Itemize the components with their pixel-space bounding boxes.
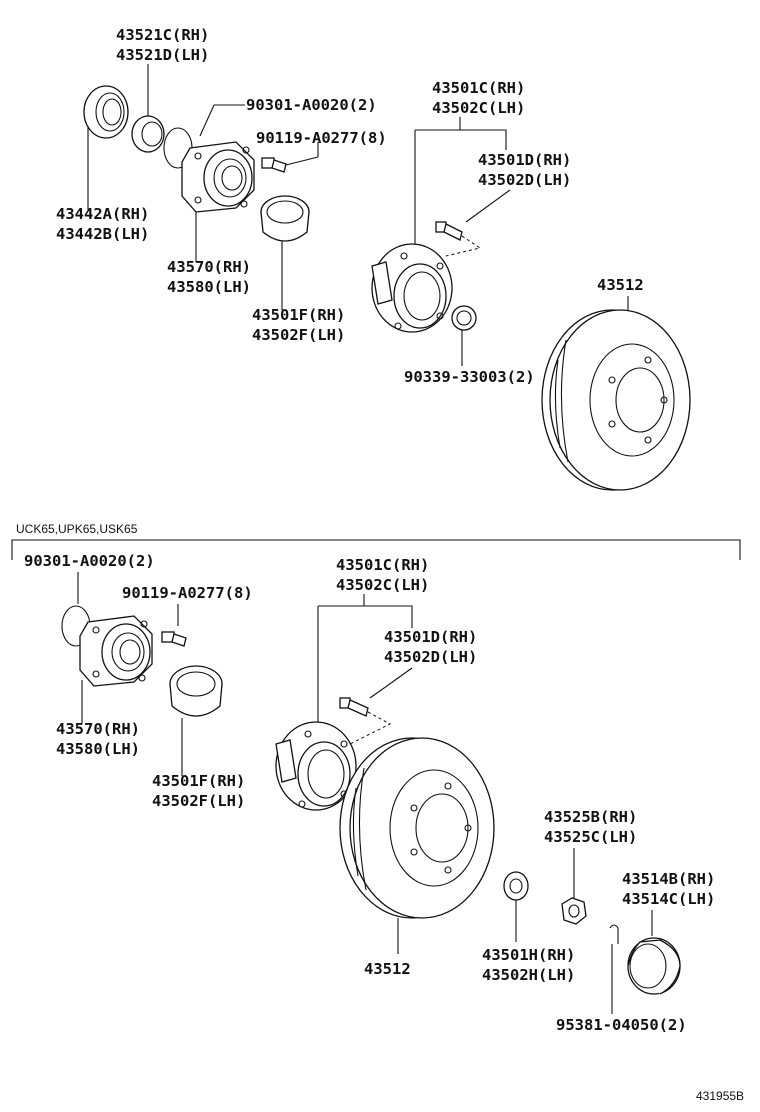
label-b-grease-cap-rh[interactable]: 43514B(RH) [622, 870, 715, 888]
label-b-hub-bolt-b-rh[interactable]: 43501D(RH) [384, 628, 477, 646]
seal-inner-part[interactable] [131, 115, 165, 153]
b-hub-flange-part[interactable] [275, 721, 357, 811]
b-cotter-pin-part[interactable] [609, 924, 619, 944]
variant-label: UCK65,UPK65,USK65 [16, 522, 138, 536]
label-cap-lh[interactable]: 43502F(LH) [252, 326, 345, 344]
label-b-oring[interactable]: 90301-A0020(2) [24, 552, 155, 570]
label-seal-inner-rh[interactable]: 43521C(RH) [116, 26, 209, 44]
label-b-cotter-pin[interactable]: 95381-04050(2) [556, 1016, 687, 1034]
b-bolt-part[interactable] [161, 631, 187, 647]
label-seal-outer-rh[interactable]: 43442A(RH) [56, 205, 149, 223]
label-seal-outer-lh[interactable]: 43442B(LH) [56, 225, 149, 243]
variant-bracket [11, 539, 741, 560]
bolt-part[interactable] [261, 157, 287, 173]
label-b-cap-rh[interactable]: 43501F(RH) [152, 772, 245, 790]
label-hub-bolt-a-rh[interactable]: 43501C(RH) [432, 79, 525, 97]
label-bearing-rh[interactable]: 43570(RH) [167, 258, 251, 276]
label-nut[interactable]: 90339-33003(2) [404, 368, 535, 386]
b-disc-part[interactable] [339, 737, 495, 919]
hub-flange-part[interactable] [371, 243, 453, 333]
b-spacer-part[interactable] [503, 871, 529, 901]
seal-outer-part[interactable] [83, 85, 129, 139]
b-lock-nut-part[interactable] [561, 897, 587, 925]
label-b-bolt[interactable]: 90119-A0277(8) [122, 584, 253, 602]
label-bearing-lh[interactable]: 43580(LH) [167, 278, 251, 296]
top-assembly: 43521C(RH) 43521D(LH) 90301-A0020(2) 901… [56, 26, 691, 491]
label-b-lock-nut-rh[interactable]: 43525B(RH) [544, 808, 637, 826]
nut-part[interactable] [451, 305, 477, 331]
label-b-disc[interactable]: 43512 [364, 960, 411, 978]
label-hub-bolt-a-lh[interactable]: 43502C(LH) [432, 99, 525, 117]
label-b-hub-bolt-a-lh[interactable]: 43502C(LH) [336, 576, 429, 594]
label-b-spacer-lh[interactable]: 43502H(LH) [482, 966, 575, 984]
bearing-housing-part[interactable] [181, 141, 255, 213]
hub-bolt-part[interactable] [435, 221, 482, 257]
label-b-bearing-rh[interactable]: 43570(RH) [56, 720, 140, 738]
label-oring[interactable]: 90301-A0020(2) [246, 96, 377, 114]
b-bearing-housing-part[interactable] [79, 615, 153, 687]
label-b-cap-lh[interactable]: 43502F(LH) [152, 792, 245, 810]
label-hub-bolt-b-rh[interactable]: 43501D(RH) [478, 151, 571, 169]
bottom-assembly: 90301-A0020(2) 90119-A0277(8) 43501C(RH)… [24, 552, 715, 1034]
label-cap-rh[interactable]: 43501F(RH) [252, 306, 345, 324]
label-b-lock-nut-lh[interactable]: 43525C(LH) [544, 828, 637, 846]
label-b-bearing-lh[interactable]: 43580(LH) [56, 740, 140, 758]
label-seal-inner-lh[interactable]: 43521D(LH) [116, 46, 209, 64]
b-cap-part[interactable] [169, 665, 223, 717]
label-b-grease-cap-lh[interactable]: 43514C(LH) [622, 890, 715, 908]
label-b-hub-bolt-a-rh[interactable]: 43501C(RH) [336, 556, 429, 574]
diagram-id: 431955B [696, 1089, 744, 1103]
label-disc[interactable]: 43512 [597, 276, 644, 294]
b-hub-bolt-part[interactable] [339, 697, 392, 747]
disc-part[interactable] [541, 309, 691, 491]
label-bolt[interactable]: 90119-A0277(8) [256, 129, 387, 147]
b-grease-cap-part[interactable] [627, 937, 681, 995]
label-hub-bolt-b-lh[interactable]: 43502D(LH) [478, 171, 571, 189]
label-b-hub-bolt-b-lh[interactable]: 43502D(LH) [384, 648, 477, 666]
label-b-spacer-rh[interactable]: 43501H(RH) [482, 946, 575, 964]
cap-part[interactable] [260, 195, 310, 242]
